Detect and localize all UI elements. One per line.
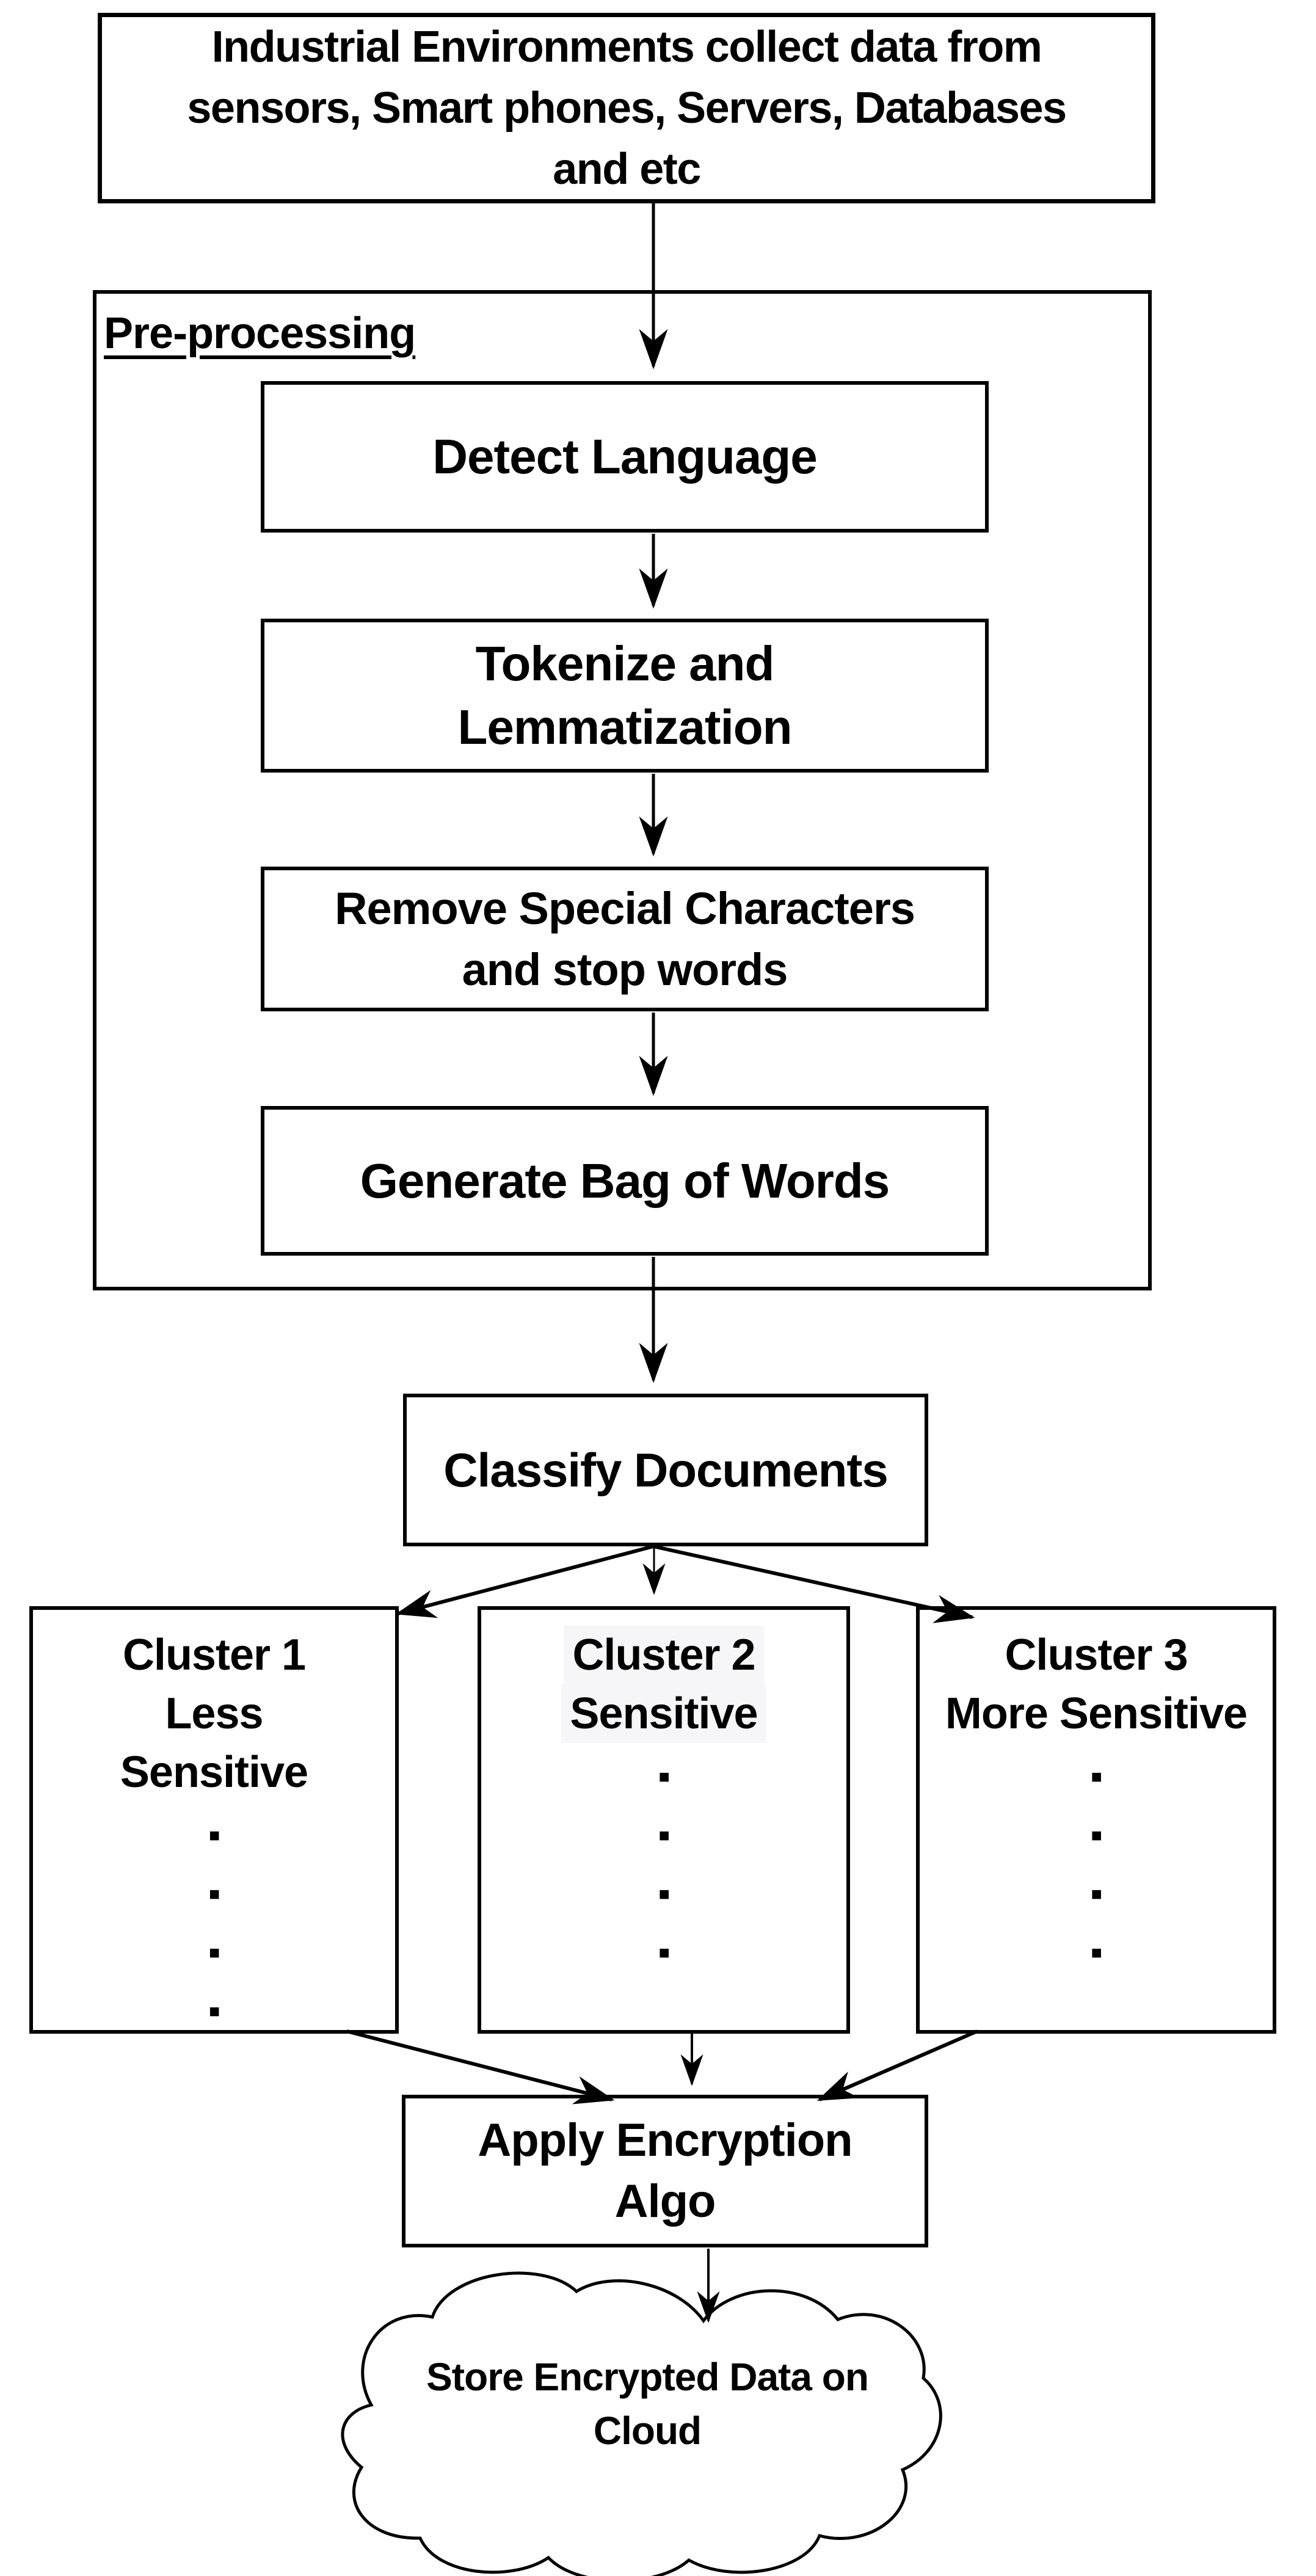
placeholder-dot: ■ [208, 1943, 220, 1963]
placeholder-dot: ■ [1091, 1767, 1102, 1787]
placeholder-dot: ■ [208, 2001, 220, 2021]
source-box: Industrial Environments collect data fro… [98, 13, 1155, 203]
cluster-title-line: Sensitive [561, 1684, 766, 1743]
cluster2-dots: ■ ■ ■ ■ [658, 1748, 669, 1982]
placeholder-dot: ■ [658, 1943, 669, 1963]
classify-label: Classify Documents [443, 1443, 889, 1497]
step-tokenize-lemmatization: Tokenize and Lemmatization [261, 619, 989, 773]
step-label-line: Generate Bag of Words [360, 1153, 890, 1208]
apply-encryption-box: Apply Encryption Algo [402, 2095, 928, 2247]
arrow-classify-to-cluster1 [395, 1545, 654, 1618]
cluster-title-line: Less [165, 1689, 263, 1738]
cluster1-box: Cluster 1 Less Sensitive ■ ■ ■ ■ [29, 1606, 399, 2034]
cluster-title-line: Cluster 1 [122, 1631, 306, 1679]
cluster3-dots: ■ ■ ■ ■ [1091, 1748, 1102, 1982]
placeholder-dot: ■ [658, 1825, 669, 1846]
source-box-line: sensors, Smart phones, Servers, Database… [187, 84, 1067, 133]
arrow-cluster3-to-encryption [816, 2029, 978, 2101]
preprocessing-label: Pre-processing [104, 309, 416, 358]
cluster3-box: Cluster 3 More Sensitive ■ ■ ■ ■ [916, 1606, 1276, 2034]
step-label-line: Detect Language [432, 429, 818, 484]
cluster-title-line: Cluster 3 [1005, 1631, 1188, 1679]
cluster-title-line: More Sensitive [945, 1689, 1248, 1738]
encryption-label-line: Apply Encryption [478, 2114, 852, 2166]
placeholder-dot: ■ [1091, 1884, 1102, 1904]
cloud-label-line: Store Encrypted Data on [426, 2355, 869, 2399]
step-label-line: Remove Special Characters [335, 882, 915, 934]
step-label-line: Lemmatization [457, 700, 792, 754]
placeholder-dot: ■ [1091, 1943, 1102, 1963]
placeholder-dot: ■ [208, 1884, 220, 1904]
cluster-title-line: Cluster 2 [564, 1626, 764, 1684]
step-label-line: Tokenize and [475, 636, 775, 691]
step-generate-bag-of-words: Generate Bag of Words [261, 1106, 989, 1256]
classify-documents-box: Classify Documents [403, 1394, 928, 1546]
cluster2-box: Cluster 2 Sensitive ■ ■ ■ ■ [478, 1606, 850, 2034]
cloud-label-line: Cloud [593, 2409, 702, 2453]
step-label-line: and stop words [462, 944, 788, 995]
placeholder-dot: ■ [658, 1767, 669, 1787]
cluster1-dots: ■ ■ ■ ■ [208, 1806, 220, 2041]
arrow-cluster1-to-encryption [346, 2029, 615, 2105]
cluster-title-line: Sensitive [120, 1748, 308, 1797]
placeholder-dot: ■ [1091, 1825, 1102, 1846]
cloud-label: Store Encrypted Data on Cloud [357, 2350, 937, 2458]
source-box-line: Industrial Environments collect data fro… [211, 23, 1042, 71]
step-remove-special-characters: Remove Special Characters and stop words [261, 867, 989, 1011]
placeholder-dot: ■ [208, 1825, 220, 1846]
source-box-line: and etc [553, 145, 701, 194]
placeholder-dot: ■ [658, 1884, 669, 1904]
encryption-label-line: Algo [614, 2175, 716, 2227]
step-detect-language: Detect Language [261, 381, 989, 533]
